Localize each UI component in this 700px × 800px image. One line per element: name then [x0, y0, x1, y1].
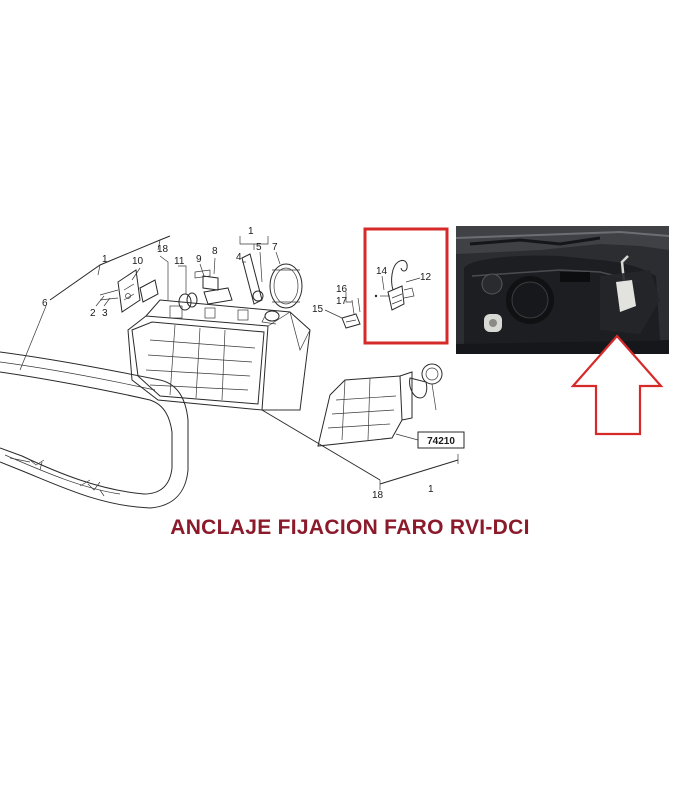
callout-1-bottom: 1 — [428, 484, 434, 495]
callout-16: 16 — [336, 284, 348, 295]
fixing-hook-highlight — [363, 227, 449, 345]
callout-numbers: 1 6 2 3 10 18 11 9 8 1 4 5 7 14 12 16 17… — [42, 226, 434, 501]
callout-1-mid: 1 — [248, 226, 254, 237]
part-number-label: 74210 — [427, 436, 455, 447]
bulb-parts — [178, 253, 280, 325]
callout-18-bottom: 18 — [372, 490, 384, 501]
callout-4: 4 — [236, 252, 242, 263]
bracket-hook-icon — [387, 259, 415, 311]
callout-9: 9 — [196, 254, 202, 265]
callout-14: 14 — [376, 266, 388, 277]
leader-lines — [19, 235, 459, 490]
callout-2: 2 — [90, 308, 96, 319]
callout-1-top: 1 — [102, 254, 108, 265]
callout-8: 8 — [212, 246, 218, 257]
up-arrow-icon — [570, 334, 664, 436]
clip-parts — [341, 297, 361, 329]
bumper-frame — [0, 351, 189, 509]
callout-5: 5 — [256, 242, 262, 253]
indicator-lamp — [317, 363, 443, 447]
headlight-photo — [455, 226, 670, 354]
callout-11: 11 — [174, 256, 185, 267]
reflector-ring — [269, 263, 303, 309]
callout-10: 10 — [132, 256, 144, 267]
callout-15: 15 — [312, 304, 324, 315]
callout-7: 7 — [272, 242, 278, 253]
callout-12: 12 — [420, 272, 432, 283]
headlight-lens — [127, 299, 311, 411]
caption-title: ANCLAJE FIJACION FARO RVI-DCI — [170, 516, 530, 539]
callout-17: 17 — [336, 296, 348, 307]
part-number-box — [417, 431, 465, 449]
bracket-assembly — [99, 269, 159, 313]
callout-18-top: 18 — [157, 244, 169, 255]
callout-6: 6 — [42, 298, 48, 309]
callout-3: 3 — [102, 308, 108, 319]
